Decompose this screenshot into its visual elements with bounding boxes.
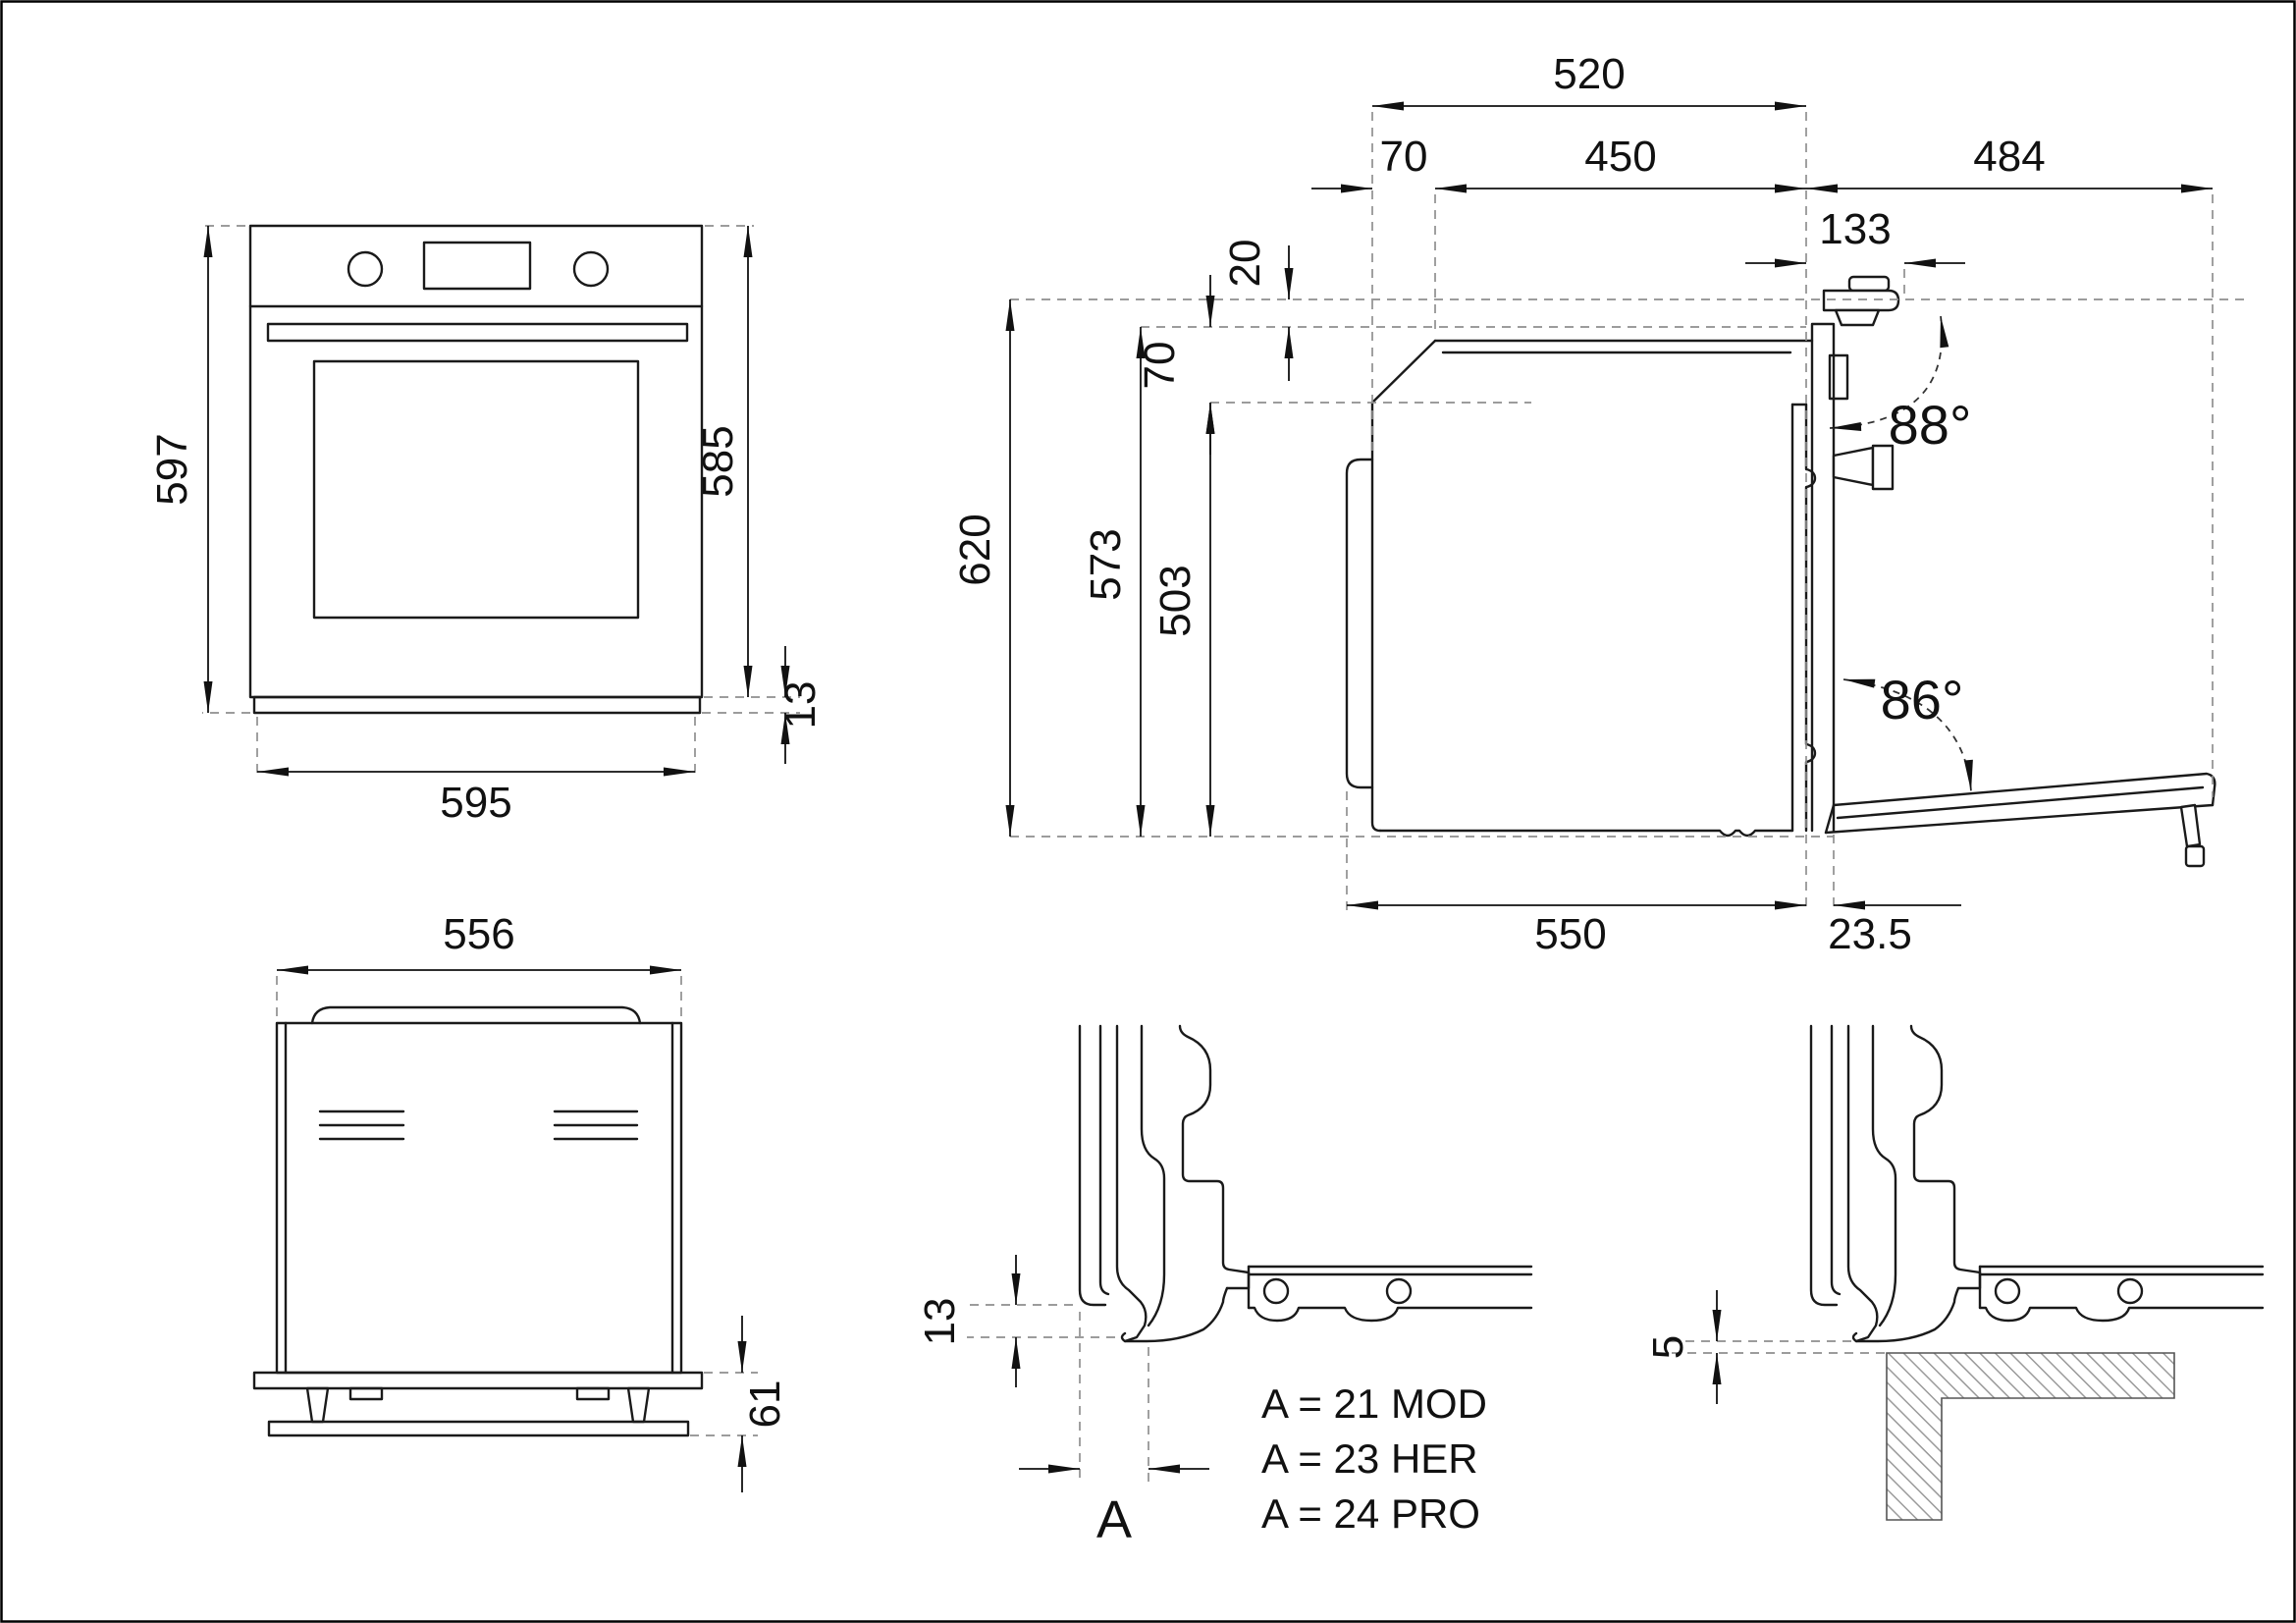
vent-slots [318, 1109, 639, 1141]
rear-body [275, 1021, 683, 1375]
front-frame-face [1804, 403, 1817, 833]
detail-mounting-a: 13 A A = 21 MOD A = 23 HER A = 24 PRO [916, 1024, 1533, 1549]
rear-top-cap [310, 1005, 642, 1025]
open-door-foot-tip [2184, 844, 2206, 868]
legend-line-3: A = 24 PRO [1261, 1490, 1480, 1537]
body-bottom [1378, 829, 1794, 838]
door-window [312, 359, 640, 620]
dim-side-back-clearance: 70 [1380, 133, 1428, 181]
dim-detail-a-label: A [1096, 1490, 1132, 1549]
hinge-plate [1828, 353, 1849, 401]
foot-right [626, 1386, 651, 1424]
front-view: 597 585 13 595 [148, 224, 825, 827]
base-plate [252, 1371, 704, 1390]
dim-side-total-height: 620 [951, 514, 999, 585]
dim-angle-upper: 88° [1889, 394, 1972, 456]
dim-rear-base-height: 61 [741, 1380, 789, 1429]
dim-side-body-height: 573 [1082, 528, 1130, 600]
dim-rear-width: 556 [443, 910, 514, 958]
open-door-top [1832, 772, 2216, 807]
dim-counter-gap: 5 [1644, 1335, 1692, 1359]
bracket-bar [1822, 289, 1900, 312]
foot-left [305, 1386, 330, 1424]
dim-side-door-thickness: 23.5 [1828, 910, 1912, 958]
door-closed [1810, 322, 1836, 833]
dim-front-door-height: 585 [694, 425, 742, 497]
oven-front-outline [248, 224, 704, 699]
swing-arc-upper [1829, 315, 1949, 431]
body-chamfer [1370, 339, 1437, 405]
dim-side-depth-top: 520 [1553, 50, 1625, 98]
base-rail [267, 1420, 690, 1437]
rear-view: 556 61 [252, 910, 789, 1492]
bracket-cap [1847, 275, 1891, 293]
dim-side-body-depth: 550 [1534, 910, 1606, 958]
bracket-block [1834, 308, 1881, 327]
door-knob-cap [1871, 444, 1895, 491]
open-door-foot [2179, 803, 2202, 848]
dim-side-upper-depth: 450 [1584, 133, 1656, 181]
dim-front-width: 595 [440, 779, 511, 827]
dim-detail-edge-gap: 13 [916, 1298, 964, 1346]
clamp-left [348, 1386, 384, 1401]
dim-side-top-gap: 20 [1221, 240, 1269, 288]
dim-side-panel-height: 70 [1136, 342, 1184, 390]
dim-front-bottom-strip: 13 [776, 681, 825, 730]
open-door-bottom [1824, 803, 2215, 835]
swing-arc-lower [1842, 678, 1973, 792]
detail-countertop: 5 [1644, 1024, 2265, 1521]
left-knob [347, 250, 384, 288]
clamp-right [575, 1386, 611, 1401]
detail-a-legend: A = 21 MOD A = 23 HER A = 24 PRO [1261, 1380, 1487, 1537]
door-handle [266, 322, 689, 343]
door-knob-wedge [1832, 446, 1875, 487]
body-back-edge [1370, 401, 1382, 833]
dim-front-height: 597 [148, 433, 196, 505]
dim-side-lower-height: 503 [1151, 565, 1200, 636]
door-bottom-strip [252, 695, 702, 715]
side-view: 520 70 450 484 133 20 70 620 573 503 88°… [951, 50, 2248, 958]
right-knob [572, 250, 610, 288]
display [422, 241, 532, 291]
dim-side-door-swing: 484 [1973, 133, 2045, 181]
back-bulge [1345, 458, 1374, 789]
dim-angle-lower: 86° [1881, 669, 1964, 730]
legend-line-1: A = 21 MOD [1261, 1380, 1487, 1427]
dim-side-hinge-offset: 133 [1819, 205, 1891, 253]
countertop-section [1886, 1352, 2175, 1521]
legend-line-2: A = 23 HER [1261, 1435, 1478, 1482]
